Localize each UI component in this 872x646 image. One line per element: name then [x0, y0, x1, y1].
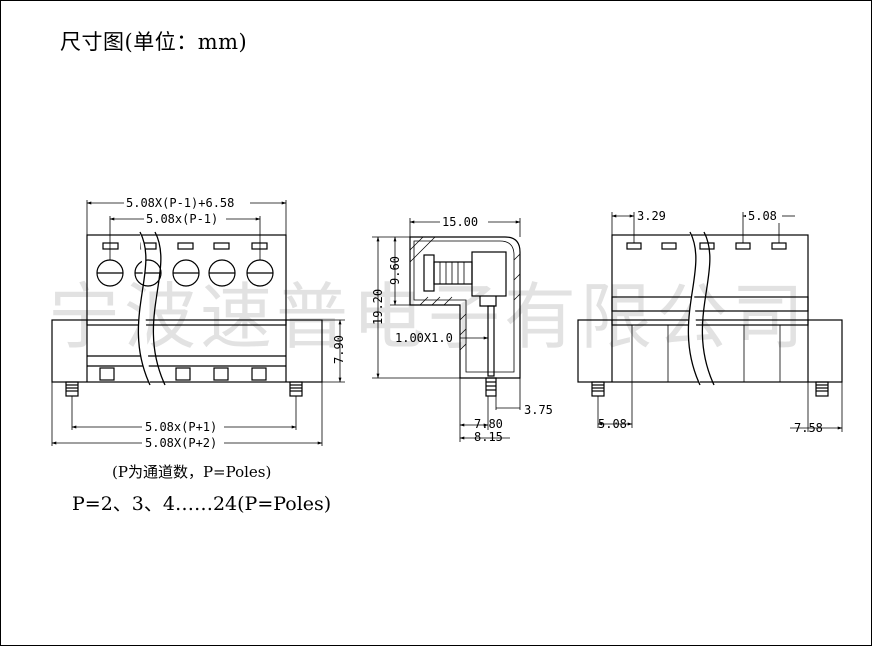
dim-front-height: 7.90: [332, 335, 346, 364]
dim-front-bottom-outer: 5.08X(P+2): [145, 436, 217, 450]
front-posts: [65, 381, 303, 397]
screw-heads: [96, 259, 274, 287]
front-housing-lower: [51, 319, 323, 383]
dim-side-780: 7.80: [474, 417, 503, 431]
dim-front-top-inner: 5.08x(P-1): [146, 212, 218, 226]
rear-view: [577, 212, 843, 432]
front-view: [51, 200, 345, 446]
rear-rail: [611, 296, 809, 312]
dim-front-top-outer: 5.08X(P-1)+6.58: [126, 196, 234, 210]
page-title: 尺寸图(单位：mm): [60, 30, 248, 54]
poles-explain-note: (P为通道数，P=Poles): [112, 463, 272, 481]
dim-rear-508-bottom: 5.08: [598, 417, 627, 431]
dim-side-total-height: 19.20: [371, 289, 385, 325]
dim-side-815: 8.15: [474, 430, 503, 444]
poles-range-note: P=2、3、4……24(P=Poles): [72, 493, 332, 515]
dim-rear-329: 3.29: [637, 209, 666, 223]
front-housing-upper: [86, 234, 287, 326]
dim-side-width: 15.00: [442, 215, 478, 229]
dim-side-upper-height: 9.60: [388, 256, 402, 285]
dim-rear-758: 7.58: [794, 421, 823, 435]
dim-rear-508-top: 5.08: [748, 209, 777, 223]
dim-front-bottom-inner: 5.08x(P+1): [145, 420, 217, 434]
dim-side-pin: 1.00X1.0: [395, 331, 453, 345]
side-body-outline: [409, 236, 521, 379]
dim-side-375: 3.75: [524, 403, 553, 417]
side-view: [372, 218, 521, 442]
